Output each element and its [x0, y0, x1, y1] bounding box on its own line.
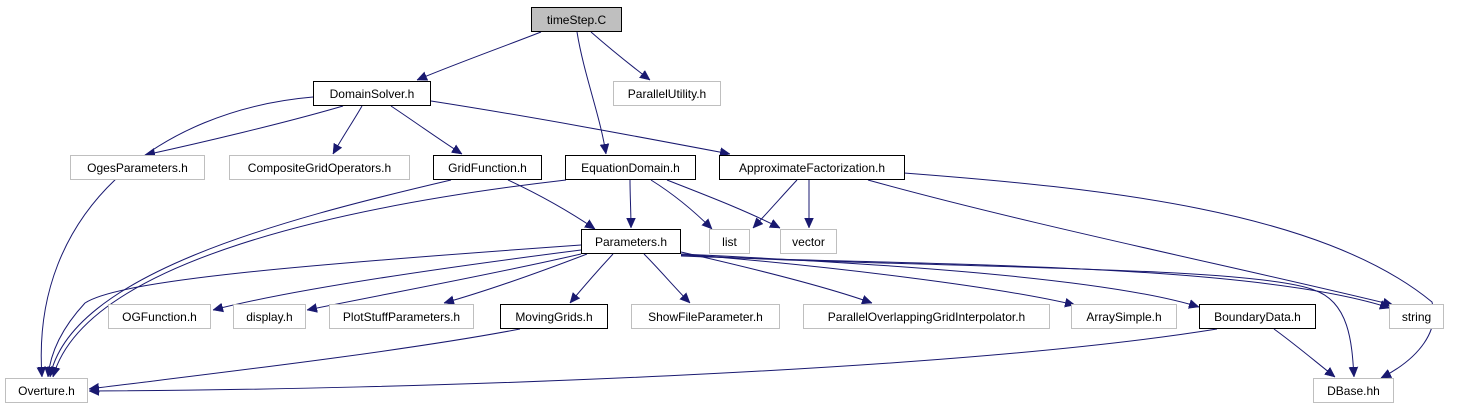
- edge-parameters-to-arraysimple: [680, 253, 1075, 305]
- edge-approximatefactorization-to-string: [867, 179, 1393, 305]
- edge-parameters-to-boundarydata: [680, 253, 1199, 307]
- edge-approximatefactorization-to-list: [753, 179, 798, 228]
- edge-domainsolver-to-compositegridoperators: [332, 105, 363, 154]
- node-equationdomain-h[interactable]: EquationDomain.h: [565, 155, 696, 180]
- node-string: string: [1389, 304, 1444, 329]
- edge-parameters-to-dbase: [680, 254, 1354, 377]
- edge-parameters-to-showfileparameter: [643, 253, 690, 303]
- node-arraysimple-h: ArraySimple.h: [1071, 304, 1177, 329]
- edge-movinggrids-to-overture: [89, 328, 521, 389]
- node-compositegridoperators-h: CompositeGridOperators.h: [229, 155, 410, 180]
- edge-parameters-to-paralleloverlappinggridinterpolator: [680, 251, 872, 303]
- edge-parameters-to-ogfunction: [213, 249, 582, 310]
- edge-equationdomain-to-list: [650, 179, 712, 229]
- node-paralleloverlappinggridinterpolator-h: ParallelOverlappingGridInterpolator.h: [803, 304, 1050, 329]
- node-gridfunction-h[interactable]: GridFunction.h: [433, 155, 542, 180]
- node-display-h: display.h: [233, 304, 306, 329]
- node-dbase-hh: DBase.hh: [1313, 378, 1394, 403]
- node-timestep-c: timeStep.C: [531, 7, 622, 32]
- edge-timestep-to-parallelutility: [590, 31, 650, 81]
- node-vector: vector: [780, 229, 837, 254]
- edge-parameters-to-plotstuffparameters: [444, 253, 588, 303]
- node-ogesparameters-h: OgesParameters.h: [70, 155, 205, 180]
- edge-boundarydata-to-dbase: [1273, 328, 1335, 378]
- node-boundarydata-h[interactable]: BoundaryData.h: [1199, 304, 1316, 329]
- edge-domainsolver-to-ogesparameters: [145, 105, 344, 155]
- edge-parameters-to-overture: [48, 244, 582, 377]
- edge-approximatefactorization-to-dbase: [903, 172, 1435, 379]
- edge-boundarydata-to-overture: [89, 328, 1218, 391]
- node-parameters-h[interactable]: Parameters.h: [581, 229, 681, 254]
- edge-timestep-to-equationdomain: [576, 31, 606, 154]
- edge-gridfunction-to-parameters: [507, 179, 595, 230]
- node-approximatefactorization-h[interactable]: ApproximateFactorization.h: [719, 155, 905, 180]
- edge-equationdomain-to-parameters: [630, 179, 631, 228]
- node-overture-h: Overture.h: [5, 378, 88, 403]
- edge-equationdomain-to-overture: [53, 179, 567, 377]
- edge-domainsolver-to-overture: [41, 96, 314, 377]
- edge-domainsolver-to-approximatefactorization: [430, 100, 730, 154]
- edge-gridfunction-to-overture: [50, 179, 452, 377]
- node-list: list: [709, 229, 750, 254]
- node-movinggrids-h[interactable]: MovingGrids.h: [500, 304, 608, 329]
- edge-timestep-to-domainsolver: [417, 31, 542, 80]
- node-ogfunction-h: OGFunction.h: [108, 304, 211, 329]
- edge-domainsolver-to-gridfunction: [390, 105, 462, 155]
- edge-equationdomain-to-vector: [666, 179, 780, 229]
- edge-parameters-to-display: [307, 253, 582, 310]
- node-plotstuffparameters-h: PlotStuffParameters.h: [329, 304, 474, 329]
- node-parallelutility-h: ParallelUtility.h: [613, 81, 721, 106]
- edge-parameters-to-movinggrids: [570, 253, 614, 303]
- node-showfileparameter-h: ShowFileParameter.h: [631, 304, 780, 329]
- node-domainsolver-h[interactable]: DomainSolver.h: [313, 81, 431, 106]
